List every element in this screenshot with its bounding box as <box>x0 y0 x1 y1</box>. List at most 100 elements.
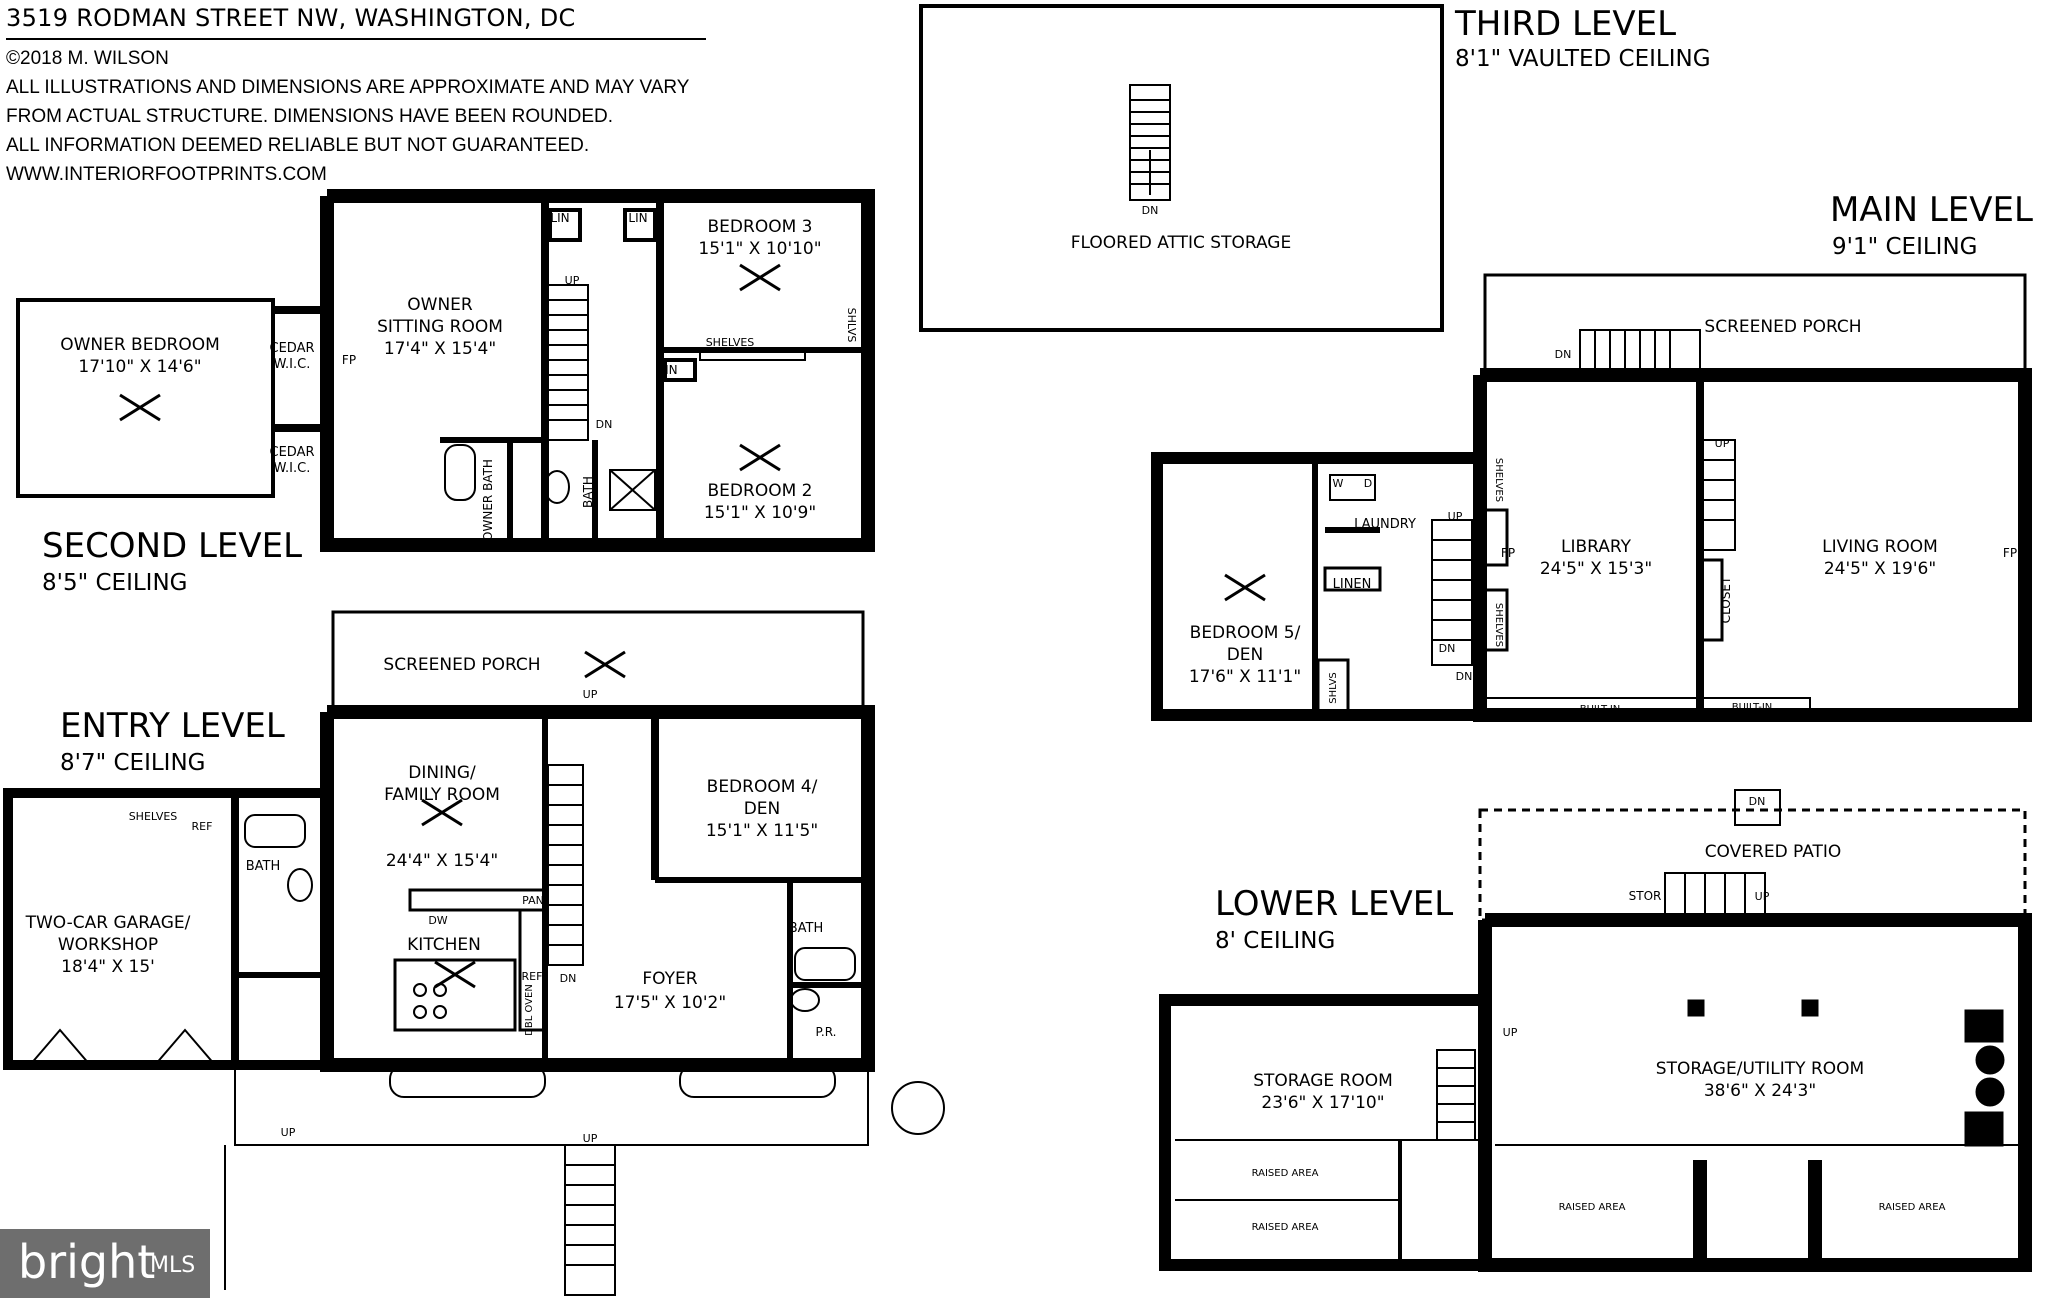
storage-room-label: STORAGE ROOM <box>1253 1071 1393 1091</box>
lower-level-title: LOWER LEVEL <box>1215 884 1454 924</box>
owner-bedroom-label: OWNER BEDROOM <box>60 335 220 355</box>
garage-ref-label: REF <box>192 820 213 833</box>
lin-label: LIN <box>550 211 569 225</box>
second-bath-label: BATH <box>581 476 595 508</box>
entry-bath-label: BATH <box>246 859 281 874</box>
second-fp-label: FP <box>342 353 356 367</box>
entry-ref-label: REF <box>522 970 543 983</box>
raised-area-label-4: RAISED AREA <box>1879 1202 1946 1213</box>
ceiling-fan-icons <box>119 263 1266 989</box>
bedroom-4-label: BEDROOM 4/ <box>707 777 818 797</box>
main-level-ceiling: 9'1" CEILING <box>1832 234 1978 260</box>
cedar-wic-label: CEDAR <box>270 341 315 356</box>
address-underline <box>6 38 706 40</box>
second-level-fixtures <box>444 347 806 511</box>
raised-area-label-3: RAISED AREA <box>1559 1202 1626 1213</box>
raised-area-label-2: RAISED AREA <box>1252 1222 1319 1233</box>
bedroom-5-label-2: DEN <box>1227 645 1264 665</box>
disclaimer-line: ALL ILLUSTRATIONS AND DIMENSIONS ARE APP… <box>6 77 690 98</box>
entry-level-fixtures <box>29 814 945 1296</box>
dw-label: DW <box>428 914 447 927</box>
ceiling-fan-icon <box>421 798 463 827</box>
garage-label: TWO-CAR GARAGE/ <box>25 913 191 933</box>
website-line: WWW.INTERIORFOOTPRINTS.COM <box>6 164 327 185</box>
sitting-room-label: OWNER <box>407 295 473 315</box>
bedroom-2-label: BEDROOM 2 <box>708 481 813 501</box>
bedroom-4-label-2: DEN <box>744 799 781 819</box>
disclaimer-notes: ©2018 M. WILSON ALL ILLUSTRATIONS AND DI… <box>6 44 689 189</box>
lin-label-3: LIN <box>658 363 677 377</box>
library-shelves-label-2: SHELVES <box>1493 603 1504 647</box>
washer-label: W <box>1333 477 1344 490</box>
logo-brand: bright <box>18 1235 156 1289</box>
second-level-title: SECOND LEVEL <box>42 526 303 566</box>
library-shelves-label: SHELVES <box>1493 458 1504 502</box>
second-level-stair <box>547 284 589 441</box>
lower-level-ceiling: 8' CEILING <box>1215 928 1336 954</box>
dining-dim: 24'4" X 15'4" <box>386 851 498 871</box>
bedroom-4-dim: 15'1" X 11'5" <box>706 821 818 841</box>
disclaimer-line: ALL INFORMATION DEEMED RELIABLE BUT NOT … <box>6 135 590 156</box>
front-stair-up: UP <box>583 1132 598 1145</box>
main-porch-label: SCREENED PORCH <box>1704 317 1861 337</box>
ceiling-fan-icon <box>434 960 476 989</box>
dining-label: DINING/ <box>408 763 476 783</box>
ceiling-fan-icon <box>584 650 626 679</box>
lower-level-stairs <box>1436 872 1766 1141</box>
entry-level-title: ENTRY LEVEL <box>60 706 285 746</box>
storage-room-dim: 23'6" X 17'10" <box>1261 1093 1384 1113</box>
garage-dim: 18'4" X 15' <box>61 957 155 977</box>
utility-room-label: STORAGE/UTILITY ROOM <box>1656 1059 1864 1079</box>
foyer-label: FOYER <box>642 969 697 989</box>
covered-patio-label: COVERED PATIO <box>1705 842 1842 862</box>
entry-level-stair <box>547 764 584 966</box>
ceiling-fan-icon <box>739 443 781 472</box>
dbl-oven-label: DBL OVEN <box>524 984 535 1036</box>
lower-up-label: UP <box>1503 1026 1518 1039</box>
living-room-label: LIVING ROOM <box>1822 537 1938 557</box>
utility-room-dim: 38'6" X 24'3" <box>1704 1081 1816 1101</box>
living-fp-label: FP <box>2003 546 2017 560</box>
foyer-dim: 17'5" X 10'2" <box>614 993 726 1013</box>
raised-area-label: RAISED AREA <box>1252 1168 1319 1179</box>
second-shlvs-label: SHLVS <box>845 308 858 343</box>
main-stair-up-2: UP <box>1448 510 1463 523</box>
patio-dn-label: DN <box>1749 795 1766 808</box>
built-in-label-2: BUILT-IN <box>1732 702 1773 713</box>
disclaimer-line: FROM ACTUAL STRUCTURE. DIMENSIONS HAVE B… <box>6 106 614 127</box>
library-fp-label: FP <box>1501 546 1515 560</box>
second-dn-label: DN <box>596 418 613 431</box>
bedroom-2-dim: 15'1" X 10'9" <box>704 503 816 523</box>
bedroom-3-dim: 15'1" X 10'10" <box>698 239 821 259</box>
third-level-ceiling: 8'1" VAULTED CEILING <box>1455 46 1711 72</box>
owner-bath-label: OWNER BATH <box>481 459 495 541</box>
library-label: LIBRARY <box>1561 537 1632 557</box>
garage-label-2: WORKSHOP <box>58 935 158 955</box>
cedar-wic-label-2: W.I.C. <box>274 357 311 372</box>
main-shlvs-label: SHLVS <box>1328 672 1339 704</box>
second-up-label: UP <box>565 274 580 287</box>
closet-label: CLOSET <box>1719 576 1733 623</box>
entry-level-ceiling: 8'7" CEILING <box>60 750 206 776</box>
library-dim: 24'5" X 15'3" <box>1540 559 1652 579</box>
kitchen-label: KITCHEN <box>407 935 481 955</box>
linen-label: LINEN <box>1333 577 1372 592</box>
bright-mls-logo: bright MLS <box>0 1229 210 1298</box>
bedroom-3-label: BEDROOM 3 <box>708 217 813 237</box>
second-level-ceiling: 8'5" CEILING <box>42 570 188 596</box>
third-level-outline <box>919 4 1444 332</box>
main-stair-up: UP <box>1715 437 1730 450</box>
cedar-wic-label-b2: W.I.C. <box>274 461 311 476</box>
attic-label: FLOORED ATTIC STORAGE <box>1071 233 1291 253</box>
dryer-label: D <box>1364 477 1372 490</box>
sitting-room-dim: 17'4" X 15'4" <box>384 339 496 359</box>
copyright-line: ©2018 M. WILSON <box>6 48 169 69</box>
lower-level-walls <box>1159 789 2032 1272</box>
dining-label-2: FAMILY ROOM <box>384 785 500 805</box>
ceiling-fan-icon <box>1224 573 1266 602</box>
main-level-stairs <box>1431 329 1736 666</box>
living-room-dim: 24'5" X 19'6" <box>1824 559 1936 579</box>
foyer-bath-label: BATH <box>789 921 824 936</box>
built-in-label: BUILT-IN <box>1580 704 1621 715</box>
